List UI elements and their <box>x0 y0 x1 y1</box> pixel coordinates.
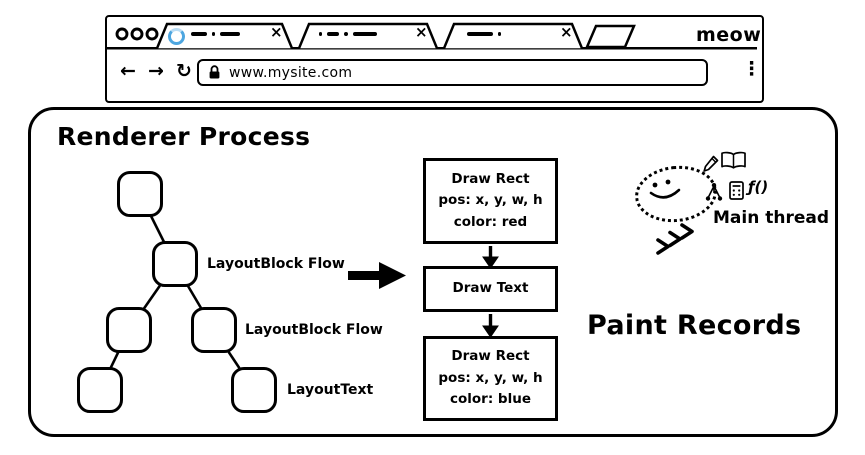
window-control-icon[interactable] <box>145 27 159 41</box>
tab-close-button[interactable]: × <box>560 23 573 41</box>
new-tab-button[interactable] <box>585 24 636 49</box>
layout-tree-node <box>191 307 237 353</box>
window-control-icon[interactable] <box>130 27 144 41</box>
renderer-process-title: Renderer Process <box>57 122 311 151</box>
tab-strip <box>107 22 757 50</box>
layout-tree-node <box>152 241 198 287</box>
hierarchy-icon <box>705 183 723 201</box>
paint-record-box: Draw Rect pos: x, y, w, h color: blue <box>423 336 558 421</box>
tab-title-scribble <box>191 32 241 36</box>
layout-node-label: LayoutBlock Flow <box>207 256 345 272</box>
main-thread-character: ƒ() Main thread <box>629 150 841 262</box>
layout-node-label: LayoutText <box>287 382 374 398</box>
address-bar[interactable]: www.mysite.com <box>197 59 708 86</box>
tab-1[interactable] <box>155 22 294 49</box>
window-control-icon[interactable] <box>115 27 129 41</box>
layout-tree-node <box>231 367 277 413</box>
paint-record-line: pos: x, y, w, h <box>438 369 543 386</box>
tab-title-scribble <box>319 32 377 36</box>
forward-button[interactable]: → <box>148 60 164 82</box>
tab-title-scribble <box>467 32 502 36</box>
back-button[interactable]: ← <box>120 60 136 82</box>
layout-tree-node <box>117 171 163 217</box>
smiley-face-icon <box>649 179 681 199</box>
lock-icon <box>209 65 220 79</box>
reload-button[interactable]: ↻ <box>176 60 192 82</box>
layout-tree-node <box>106 307 152 353</box>
paint-record-box: Draw Rect pos: x, y, w, h color: red <box>423 158 558 244</box>
paint-record-line: color: red <box>453 213 528 230</box>
renderer-process-panel: Renderer Process LayoutBlock Flo <box>28 107 838 437</box>
tree-edges <box>98 193 256 391</box>
paint-record-box: Draw Text <box>423 266 558 312</box>
menu-button[interactable]: ⋮ <box>742 58 761 80</box>
calculator-icon <box>729 181 744 200</box>
tab-close-button[interactable]: × <box>415 23 428 41</box>
paint-record-line: Draw Rect <box>451 170 530 187</box>
pencil-icon <box>703 155 719 172</box>
main-thread-label: Main thread <box>713 208 830 228</box>
tab-loading-spinner-icon <box>168 28 185 45</box>
layout-node-label: LayoutBlock Flow <box>245 322 383 338</box>
book-icon <box>721 151 746 169</box>
function-icon: ƒ() <box>748 178 769 196</box>
paint-record-line: Draw Text <box>452 280 529 297</box>
browser-brand: meow <box>696 24 762 46</box>
tab-close-button[interactable]: × <box>270 23 283 41</box>
tab-3[interactable] <box>442 22 584 49</box>
tab-2[interactable] <box>297 22 439 49</box>
layout-to-paint-arrow-icon <box>348 262 406 289</box>
browser-window: × × × meow ← → ↻ www.mysite.com ⋮ <box>105 15 764 103</box>
paint-record-line: Draw Rect <box>451 348 530 365</box>
layout-tree-node <box>77 367 123 413</box>
url-text: www.mysite.com <box>229 64 353 81</box>
paint-record-line: color: blue <box>450 391 531 408</box>
paint-records-heading: Paint Records <box>587 310 802 341</box>
motion-chevrons-icon <box>656 223 694 255</box>
paint-record-line: pos: x, y, w, h <box>438 192 543 209</box>
